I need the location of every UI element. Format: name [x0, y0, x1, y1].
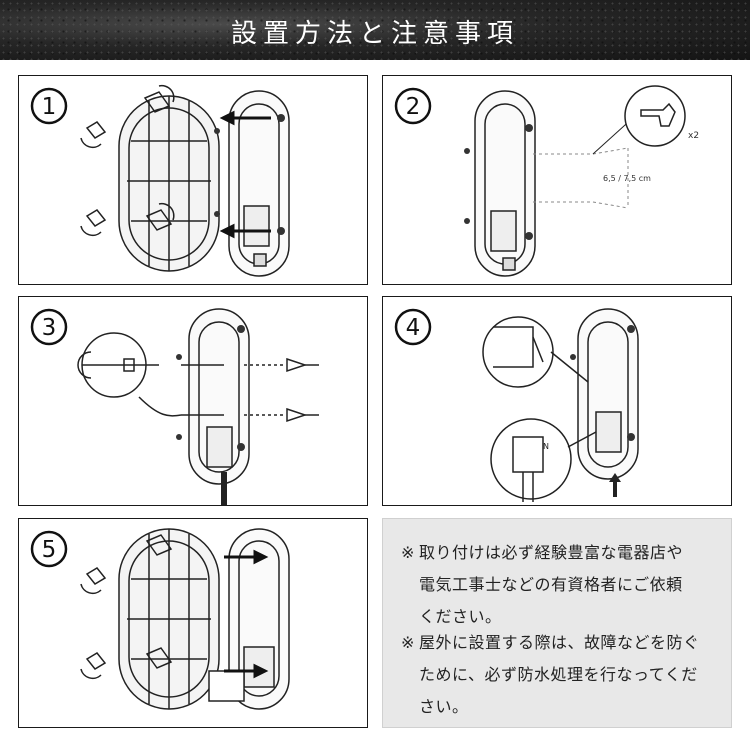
step-number-circle-4: 4: [394, 308, 432, 346]
step-5-panel: 5: [18, 518, 368, 728]
step-5-illustration: [80, 528, 290, 710]
step-1-illustration: [80, 84, 290, 277]
step-4-illustration: N: [482, 308, 639, 502]
note-1-line-3: ください。: [419, 607, 502, 626]
step-number-circle-3: 3: [30, 308, 68, 346]
note-1: ※取り付けは必ず経験豊富な電器店や 電気工事士などの有資格者にご依頼 ください。: [401, 537, 721, 633]
step-2-multiplier: x2: [688, 131, 699, 141]
step-number-1: 1: [42, 94, 57, 120]
step-number-2: 2: [406, 94, 421, 120]
step-4-panel: 4 N: [382, 296, 732, 506]
note-1-mark: ※: [401, 543, 415, 562]
step-3-illustration: [77, 308, 319, 505]
page-title: 設置方法と注意事項: [230, 19, 519, 49]
step-1-panel: 1: [18, 75, 368, 285]
step-number-5: 5: [42, 537, 57, 563]
step-number-circle-2: 2: [394, 87, 432, 125]
note-1-line-2: 電気工事士などの有資格者にご依頼: [419, 575, 683, 594]
note-2: ※屋外に設置する際は、故障などを防ぐ ために、必ず防水処理を行なってくだ さい。: [401, 627, 721, 723]
note-2-mark: ※: [401, 633, 415, 652]
step-2-dimension: 6,5 / 7,5 cm: [603, 174, 651, 183]
step-number-circle-1: 1: [30, 87, 68, 125]
step-4-terminal-label: N: [543, 442, 549, 451]
step-2-panel: 2 6,5 / 7,5 cm x2: [382, 75, 732, 285]
note-2-line-2: ために、必ず防水処理を行なってくだ: [419, 665, 698, 684]
note-1-line-1: 取り付けは必ず経験豊富な電器店や: [419, 543, 684, 562]
step-number-3: 3: [42, 315, 57, 341]
notes-panel: ※取り付けは必ず経験豊富な電器店や 電気工事士などの有資格者にご依頼 ください。…: [382, 518, 732, 728]
step-2-illustration: 6,5 / 7,5 cm x2: [464, 85, 699, 277]
page-header: 設置方法と注意事項: [0, 0, 750, 60]
step-3-panel: 3: [18, 296, 368, 506]
step-number-4: 4: [406, 315, 421, 341]
note-2-line-1: 屋外に設置する際は、故障などを防ぐ: [419, 633, 700, 652]
note-2-line-3: さい。: [419, 697, 469, 716]
step-number-circle-5: 5: [30, 530, 68, 568]
